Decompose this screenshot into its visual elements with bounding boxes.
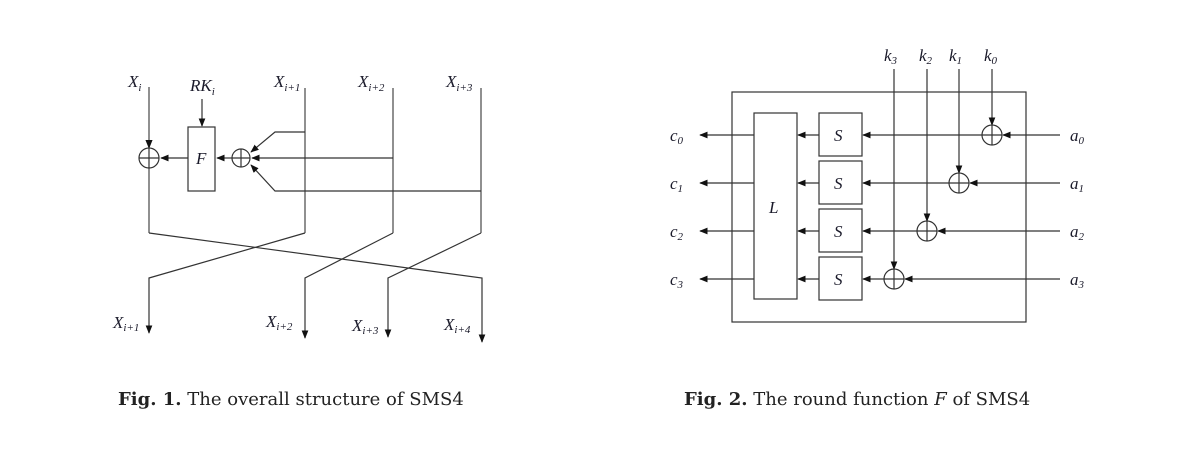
sbox [818, 160, 863, 205]
label-k0: k0 [984, 46, 998, 67]
label-k2: k2 [919, 46, 933, 67]
l-box [753, 112, 798, 300]
label-input-a: a1 [1070, 174, 1084, 195]
label-k1: k1 [949, 46, 962, 67]
sbox-label: S [834, 174, 843, 193]
label-x-i: Xi [127, 72, 141, 94]
wire-to-x-i4 [148, 232, 486, 343]
label-rk-i: RKi [189, 76, 215, 98]
label-x-i1: Xi+1 [273, 72, 300, 94]
sbox [818, 256, 863, 301]
label-input-a: a2 [1070, 222, 1085, 243]
wire-to-x-i1 [145, 232, 306, 334]
label-x-i3: Xi+3 [445, 72, 473, 94]
xor-icon [981, 124, 1003, 146]
label-output-c: c0 [670, 126, 684, 147]
wire-to-x-i3 [384, 232, 482, 338]
label-input-a: a0 [1070, 126, 1085, 147]
label-input-a: a3 [1070, 270, 1085, 291]
label-output-c: c1 [670, 174, 683, 195]
sbox-label: S [834, 222, 843, 241]
xor-icon [231, 148, 251, 168]
xor-icon [916, 220, 938, 242]
f-label: F [195, 149, 207, 168]
wire-to-x-i2 [301, 232, 394, 339]
label-out-x-i3: Xi+3 [351, 316, 379, 337]
label-out-x-i4: Xi+4 [443, 315, 471, 336]
label-output-c: c3 [670, 270, 684, 291]
label-k3: k3 [884, 46, 898, 67]
round-row: Sc1 a1 [670, 160, 1084, 205]
f-box [187, 126, 216, 192]
xor-icon [948, 172, 970, 194]
label-out-x-i2: Xi+2 [265, 312, 293, 333]
xor-icon [883, 268, 905, 290]
round-function-frame [731, 91, 1027, 323]
figure-1: Xi RKi Xi+1 Xi+2 Xi+3 F [112, 72, 486, 410]
feed-x-i3 [250, 164, 481, 192]
round-row: Sc2 a2 [670, 208, 1085, 253]
sbox-label: S [834, 126, 843, 145]
sbox-label: S [834, 270, 843, 289]
xor-icon [138, 147, 160, 169]
round-row: Sc0 a0 [670, 112, 1085, 157]
label-output-c: c2 [670, 222, 684, 243]
round-row: Sc3 a3 [670, 256, 1085, 301]
l-label: L [768, 198, 778, 217]
sbox [818, 112, 863, 157]
feed-x-i1 [250, 131, 305, 153]
figure-1-caption: Fig. 1. The overall structure of SMS4 [118, 389, 464, 410]
label-x-i2: Xi+2 [357, 72, 385, 94]
figure-2-caption: Fig. 2. The round function F of SMS4 [684, 389, 1030, 410]
label-out-x-i1: Xi+1 [112, 313, 139, 334]
